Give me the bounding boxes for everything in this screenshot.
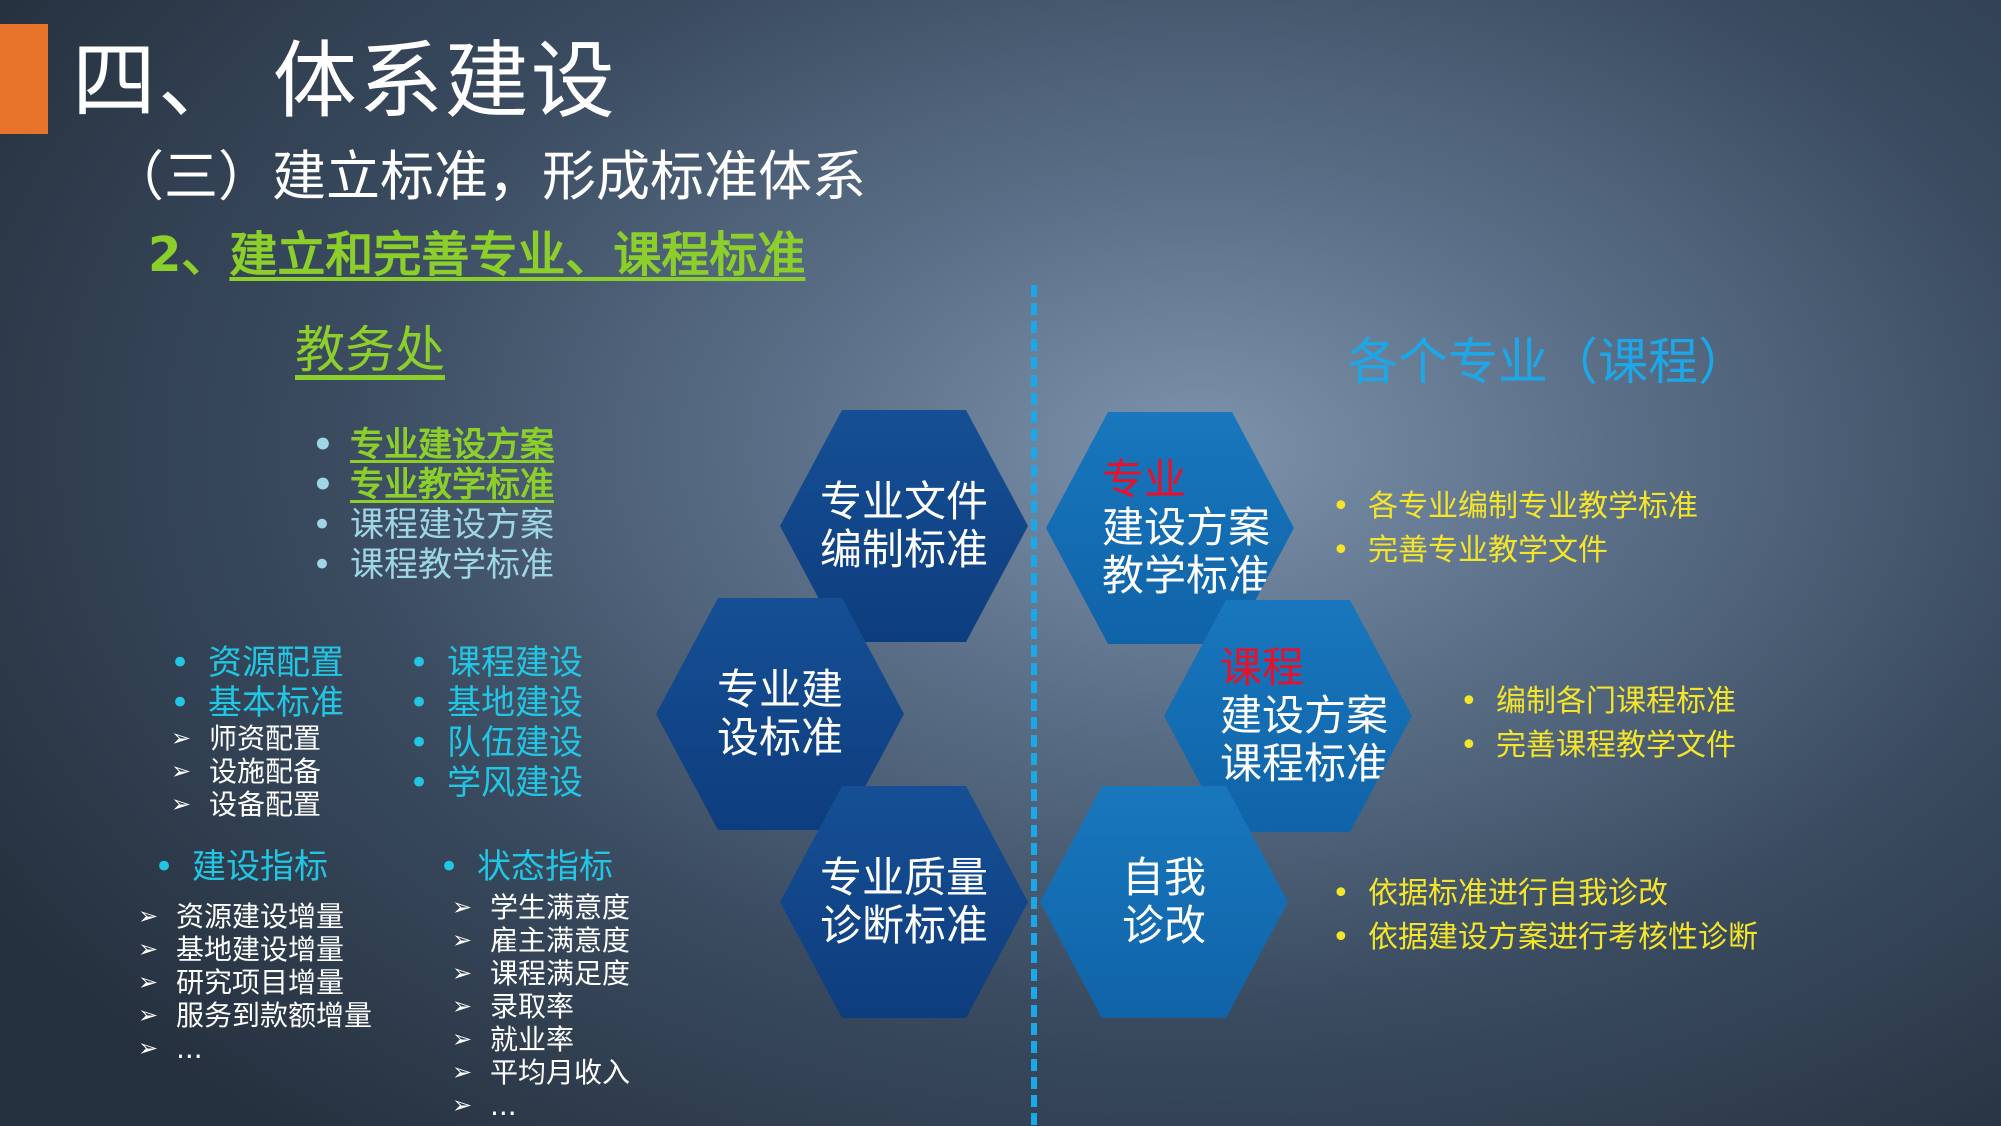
indicator-a-title: 建设指标: [154, 847, 328, 887]
title-accent-bar: [0, 24, 48, 134]
list-item: 各专业编制专业教学标准: [1332, 485, 1698, 529]
hex-line: 诊断标准: [819, 901, 988, 950]
list-item: 建设指标: [154, 847, 328, 887]
list-item: 专业建设方案: [312, 425, 554, 465]
left-heading: 教务处: [295, 321, 445, 379]
list-item: ...: [138, 1032, 372, 1065]
list-item: 资源配置: [170, 643, 344, 683]
hex-line: 专业文件: [819, 477, 988, 526]
list-item: 依据建设方案进行考核性诊断: [1332, 916, 1758, 960]
page-subtitle: （三）建立标准，形成标准体系: [110, 145, 866, 208]
list-item: 研究项目增量: [138, 966, 372, 999]
hex-line: 建设方案: [1102, 503, 1271, 552]
doc-list: 专业建设方案 专业教学标准 课程建设方案 课程教学标准: [312, 425, 554, 585]
hex-self-diagnosis: 自我 诊改: [1040, 786, 1288, 1018]
dashed-divider: [1031, 285, 1037, 1125]
indicator-b-list: 学生满意度 雇主满意度 课程满足度 录取率 就业率 平均月收入 ...: [452, 891, 630, 1122]
list-item: 资源建设增量: [138, 900, 372, 933]
hex-line: 专业质量: [819, 853, 988, 902]
build-list: 课程建设 基地建设 队伍建设 学风建设: [409, 643, 583, 803]
list-item: 学生满意度: [452, 891, 630, 924]
list-item: 基地建设增量: [138, 933, 372, 966]
hex-line: 编制标准: [819, 525, 988, 574]
section-title: 2、建立和完善专业、课程标准: [148, 222, 805, 288]
list-item: 平均月收入: [452, 1056, 630, 1089]
list-item: 录取率: [452, 990, 630, 1023]
list-item: 课程建设方案: [312, 505, 554, 545]
major-actions-list: 各专业编制专业教学标准 完善专业教学文件: [1332, 485, 1698, 573]
resource-list: 资源配置 基本标准: [170, 643, 344, 723]
list-item: 课程建设: [409, 643, 583, 683]
indicator-a-list: 资源建设增量 基地建设增量 研究项目增量 服务到款额增量 ...: [138, 900, 372, 1065]
list-item: 队伍建设: [409, 723, 583, 763]
list-item: 状态指标: [439, 847, 613, 887]
list-item: 基本标准: [170, 683, 344, 723]
list-item: 就业率: [452, 1023, 630, 1056]
list-item: 设施配备: [171, 755, 321, 788]
diagnosis-actions-list: 依据标准进行自我诊改 依据建设方案进行考核性诊断: [1332, 872, 1758, 960]
hex-line: 建设方案: [1220, 691, 1389, 740]
hex-line: 设标准: [716, 713, 843, 762]
list-item: 师资配置: [171, 722, 321, 755]
list-item: 雇主满意度: [452, 924, 630, 957]
hex-major-plan: 专业 建设方案 教学标准: [1046, 412, 1294, 644]
list-item: 设备配置: [171, 788, 321, 821]
indicator-b-title: 状态指标: [439, 847, 613, 887]
section-prefix: 2、: [148, 227, 230, 283]
course-actions-list: 编制各门课程标准 完善课程教学文件: [1460, 680, 1736, 768]
list-item: 课程教学标准: [312, 545, 554, 585]
hex-tag: 课程: [1220, 643, 1305, 692]
list-item: 课程满足度: [452, 957, 630, 990]
resource-sub-list: 师资配置 设施配备 设备配置: [171, 722, 321, 821]
list-item: 专业教学标准: [312, 465, 554, 505]
hex-line: 自我: [1121, 853, 1206, 902]
page-title: 四、 体系建设: [72, 32, 617, 130]
list-item: 学风建设: [409, 763, 583, 803]
hex-tag: 专业: [1102, 455, 1187, 504]
list-item: ...: [452, 1089, 630, 1122]
list-item: 完善课程教学文件: [1460, 724, 1736, 768]
right-heading: 各个专业（课程）: [1348, 333, 1748, 391]
list-item: 基地建设: [409, 683, 583, 723]
list-item: 依据标准进行自我诊改: [1332, 872, 1758, 916]
list-item: 服务到款额增量: [138, 999, 372, 1032]
list-item: 完善专业教学文件: [1332, 529, 1698, 573]
hex-line: 专业建: [716, 665, 843, 714]
list-item: 编制各门课程标准: [1460, 680, 1736, 724]
hex-line: 教学标准: [1102, 551, 1271, 600]
section-text: 建立和完善专业、课程标准: [229, 227, 806, 283]
hex-line: 课程标准: [1220, 739, 1389, 788]
hex-line: 诊改: [1121, 901, 1206, 950]
